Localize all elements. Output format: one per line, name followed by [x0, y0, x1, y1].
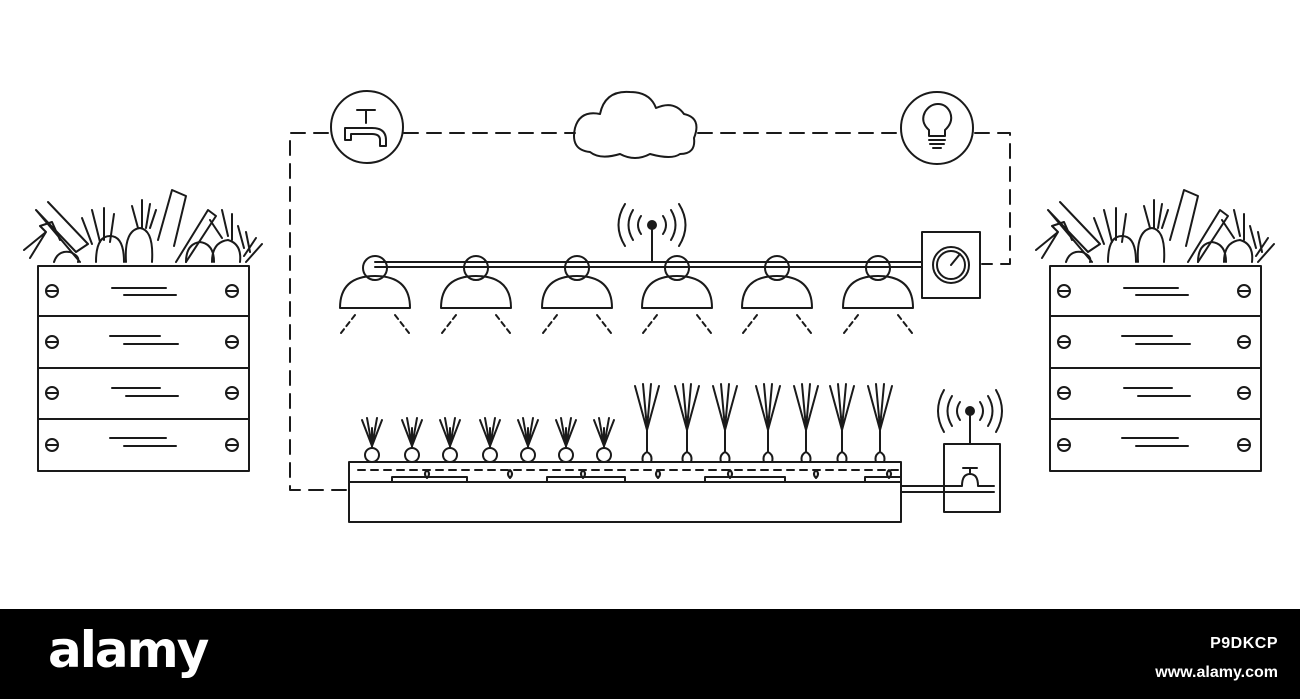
small-plant: [439, 417, 461, 463]
vegetable-crate-left: [23, 189, 263, 472]
alamy-logo: alamy: [48, 621, 209, 679]
tall-plant: [634, 383, 660, 463]
grow-lamps: [339, 255, 914, 334]
grow-lamp: [741, 255, 813, 334]
tall-plant: [829, 383, 855, 463]
cloud-icon: [573, 90, 698, 159]
tall-plants: [634, 383, 893, 463]
image-id: P9DKCP: [1210, 635, 1278, 652]
smart-farm-diagram: [23, 90, 1275, 523]
light-bulb-icon: [900, 91, 974, 165]
small-plant: [479, 417, 501, 463]
network-connection-line: [289, 132, 1011, 491]
grow-lamp: [641, 255, 713, 334]
tall-plant: [712, 383, 738, 463]
hydroponic-tray: [348, 461, 902, 523]
grow-lamp: [541, 255, 613, 334]
water-tap-icon: [330, 90, 404, 164]
small-plant: [593, 417, 615, 463]
small-plant: [361, 417, 383, 463]
watermark-footer: alamy P9DKCP www.alamy.com: [0, 609, 1300, 699]
site-url: www.alamy.com: [1155, 664, 1278, 681]
gauge-controller: [921, 231, 981, 299]
tall-plant: [674, 383, 700, 463]
small-plant: [555, 417, 577, 463]
tall-plant: [755, 383, 781, 463]
grow-lamp: [339, 255, 411, 334]
grow-lamp: [842, 255, 914, 334]
tall-plant: [867, 383, 893, 463]
lamp-antenna-icon: [617, 203, 687, 263]
irrigation-valve-box: [900, 389, 1003, 513]
small-plant: [517, 417, 539, 463]
vegetable-crate-right: [1035, 189, 1275, 472]
small-plants: [361, 417, 615, 463]
grow-lamp: [440, 255, 512, 334]
small-plant: [401, 417, 423, 463]
tall-plant: [793, 383, 819, 463]
